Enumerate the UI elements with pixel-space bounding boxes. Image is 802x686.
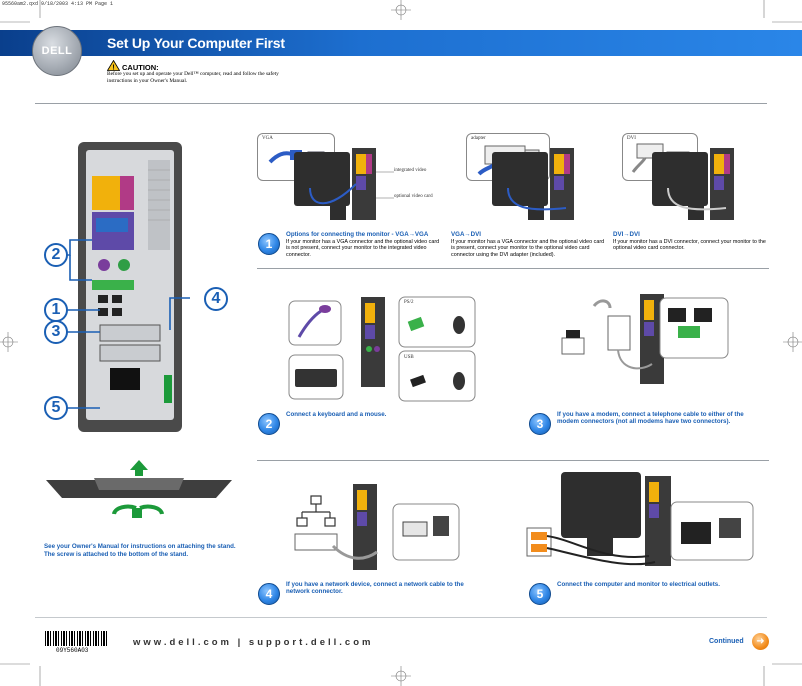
step-2-heading: Connect a keyboard and a mouse. (286, 411, 387, 418)
barcode-number: 09Y560A03 (56, 647, 89, 654)
usb-label: USB (404, 355, 414, 360)
dvi-label: DVI (627, 136, 636, 141)
continued-label: Continued (709, 638, 744, 645)
vga-monitor-illustration (294, 148, 394, 220)
adapter-monitor-illustration (492, 148, 574, 220)
adapter-label: adapter (471, 136, 486, 141)
dvi-dvi-text: If your monitor has a DVI connector, con… (613, 239, 766, 252)
print-slug: 95560am2.qxd 9/18/2003 4:13 PM Page 1 (2, 1, 114, 7)
callout-4: 4 (204, 287, 228, 311)
vga-dvi-text: If your monitor has a VGA connector and … (451, 239, 605, 258)
integrated-video-label: integrated video (394, 168, 427, 173)
divider-2 (257, 460, 769, 461)
network-illustration (294, 484, 460, 570)
caution-text: Before you set up and operate your Dell™… (107, 71, 279, 84)
step-5-badge: 5 (529, 583, 551, 605)
stand-note: See your Owner's Manual for instructions… (44, 543, 236, 558)
callout-5: 5 (44, 396, 68, 420)
step-1-text: If your monitor has a VGA connector and … (286, 239, 440, 258)
dvi-monitor-illustration (652, 148, 734, 220)
modem-illustration (561, 294, 729, 384)
step-4-badge: 4 (258, 583, 280, 605)
stand-illustration (46, 460, 232, 518)
top-divider (35, 103, 767, 104)
computer-back-illustration (60, 142, 190, 432)
warning-icon: ! (107, 60, 120, 71)
step-4-heading: If you have a network device, connect a … (286, 581, 464, 595)
step-2-badge: 2 (258, 413, 280, 435)
callout-1: 1 (44, 298, 68, 322)
continued-arrow-icon[interactable]: ➜ (752, 633, 769, 650)
divider-1 (257, 268, 769, 269)
caution-heading: CAUTION: (122, 63, 159, 72)
optional-video-card-label: optional video card (394, 194, 433, 199)
step-1-badge: 1 (258, 233, 280, 255)
footer-url[interactable]: www.dell.com | support.dell.com (133, 637, 374, 648)
step-1-heading: Options for connecting the monitor - VGA… (286, 231, 429, 238)
title-banner (0, 30, 802, 56)
dell-logo: DELL (32, 26, 82, 76)
page-title: Set Up Your Computer First (107, 35, 285, 51)
vga-dvi-heading: VGA→DVI (451, 231, 481, 238)
keyboard-mouse-illustration (288, 296, 476, 402)
svg-text:!: ! (112, 65, 114, 72)
step-3-heading: If you have a modem, connect a telephone… (557, 411, 744, 425)
step-3-badge: 3 (529, 413, 551, 435)
ps2-label: PS/2 (404, 300, 414, 305)
logo-text: DELL (41, 45, 73, 57)
callout-3: 3 (44, 320, 68, 344)
dvi-dvi-heading: DVI→DVI (613, 231, 640, 238)
step-5-heading: Connect the computer and monitor to elec… (557, 581, 720, 588)
callout-2: 2 (44, 243, 68, 267)
vga-label: VGA (262, 136, 273, 141)
power-illustration (526, 472, 754, 566)
bottom-divider (35, 617, 767, 618)
barcode (45, 631, 107, 646)
